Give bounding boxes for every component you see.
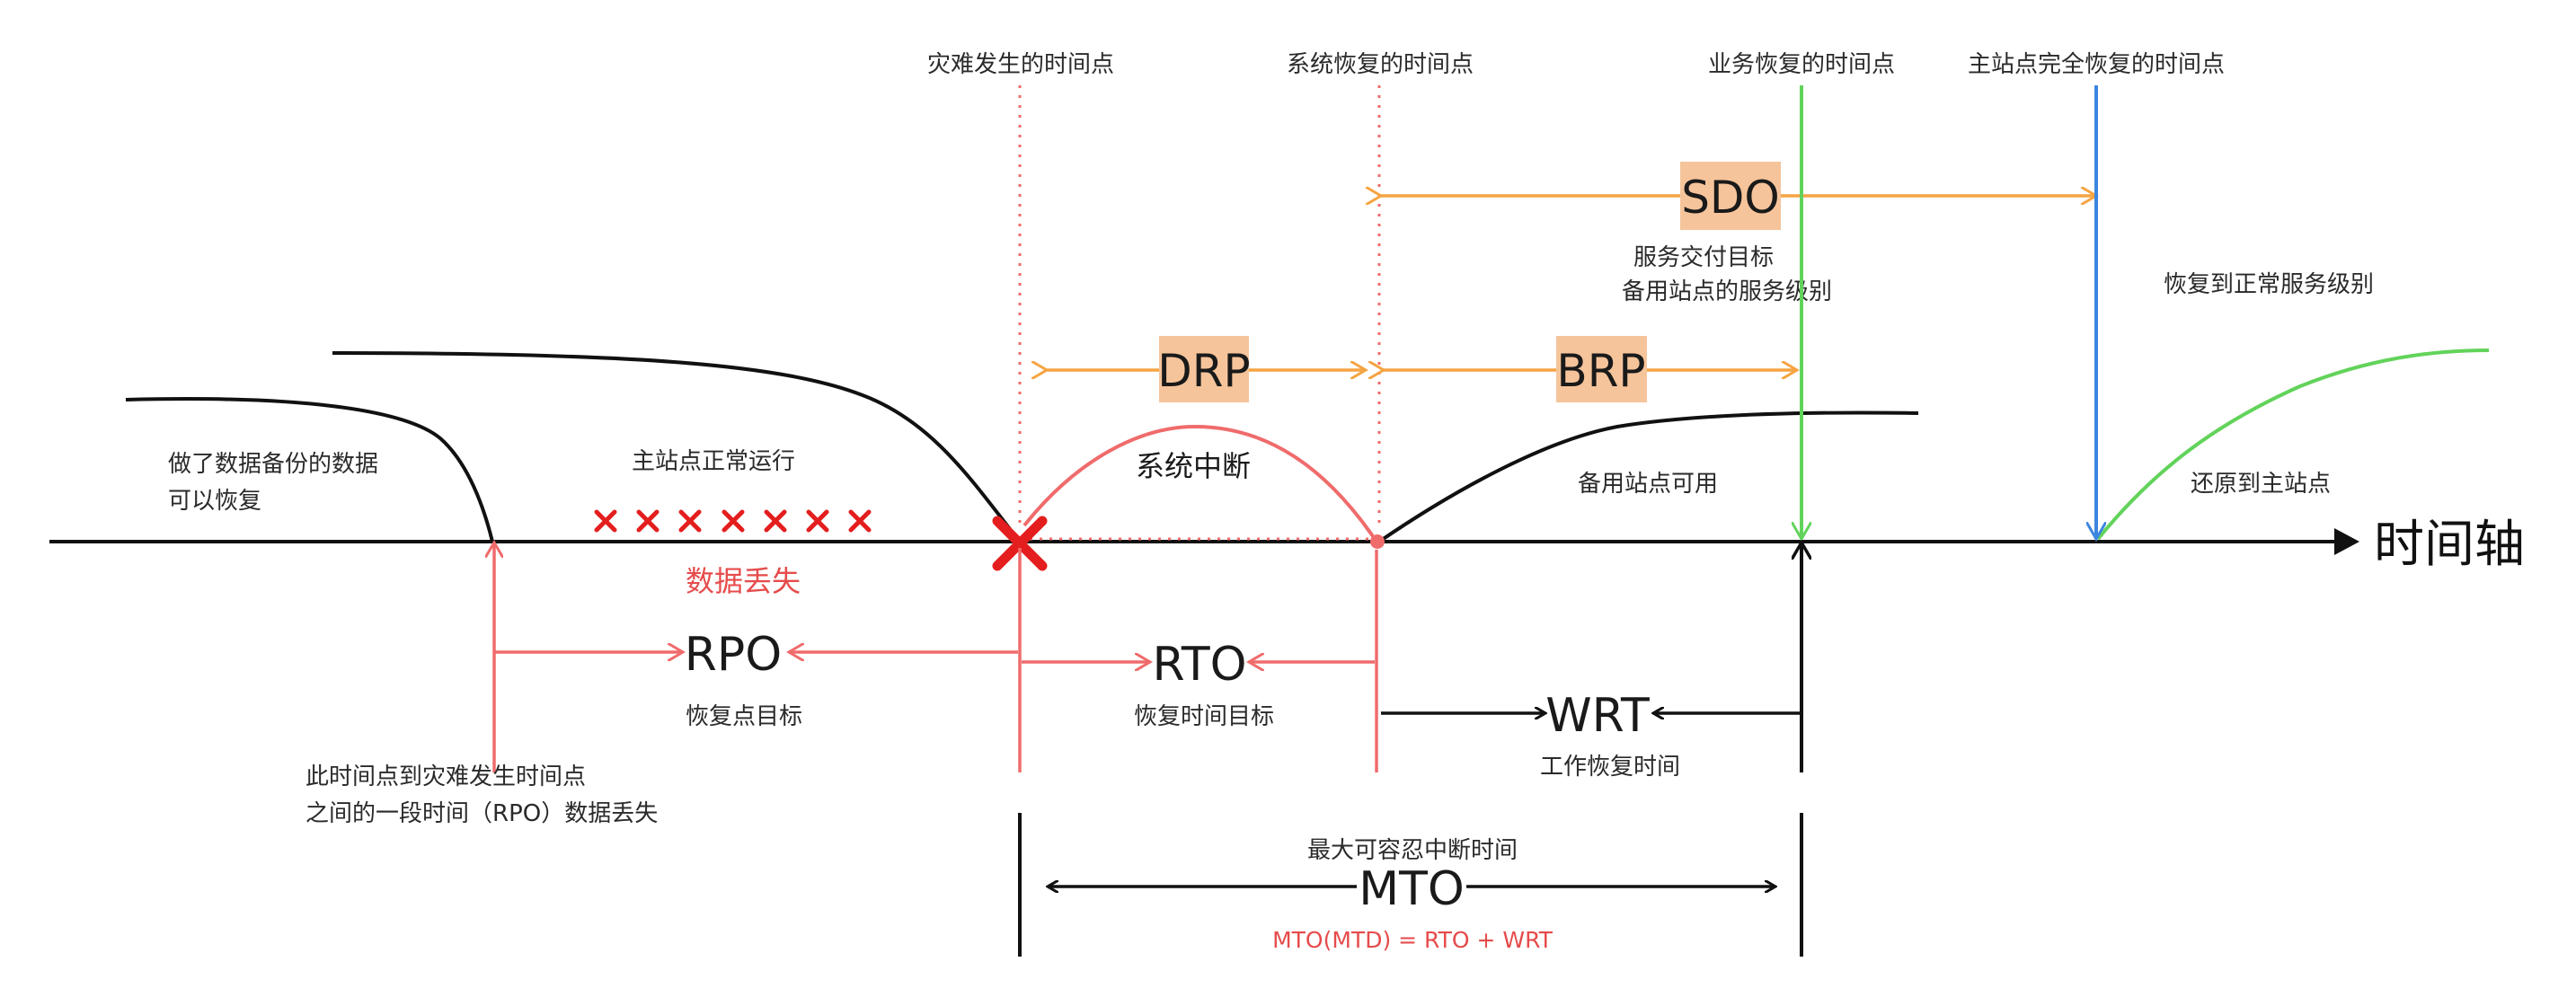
mto-desc: 最大可容忍中断时间 — [1307, 837, 1518, 864]
business-recovery-timepoint-label: 业务恢复的时间点 — [1708, 51, 1895, 78]
wrt-desc: 工作恢复时间 — [1540, 754, 1680, 781]
rto-desc: 恢复时间目标 — [1134, 703, 1274, 730]
backup-site-available-label: 备用站点可用 — [1578, 471, 1718, 498]
sdo-label: SDO — [1681, 172, 1780, 224]
restore-primary-label: 还原到主站点 — [2191, 471, 2331, 498]
backup-data-curve — [125, 397, 494, 543]
system-recovery-point — [1370, 534, 1385, 549]
sdo-desc-line2: 备用站点的服务级别 — [1622, 278, 1832, 305]
mto-formula: MTO(MTD) = RTO + WRT — [1272, 927, 1554, 953]
restore-primary-curve — [2096, 349, 2490, 541]
rpo-note-line2: 之间的一段时间（RPO）数据丢失 — [305, 800, 658, 827]
rpo-desc: 恢复点目标 — [686, 703, 802, 730]
rto-label: RTO — [1152, 638, 1246, 692]
data-loss-label: 数据丢失 — [686, 564, 801, 598]
wrt-label: WRT — [1545, 689, 1650, 743]
sdo-tag-background — [1680, 162, 1781, 230]
brp-label: BRP — [1556, 345, 1645, 397]
primary-running-curve — [332, 351, 1022, 543]
system-recovery-timepoint-label: 系统恢复的时间点 — [1287, 51, 1474, 78]
drp-tag-background — [1159, 336, 1249, 402]
brp-tag-background — [1556, 336, 1647, 402]
disaster-timepoint-label: 灾难发生的时间点 — [927, 51, 1114, 78]
backup-site-curve — [1377, 410, 1919, 543]
sdo-desc-line1: 服务交付目标 — [1633, 244, 1774, 271]
rpo-note-line1: 此时间点到灾难发生时间点 — [305, 763, 586, 790]
primary-full-recovery-timepoint-label: 主站点完全恢复的时间点 — [1968, 51, 2225, 78]
time-axis-label: 时间轴 — [2374, 516, 2525, 574]
primary-running-label: 主站点正常运行 — [632, 448, 795, 475]
rpo-label: RPO — [685, 628, 782, 682]
normal-service-label: 恢复到正常服务级别 — [2164, 271, 2374, 298]
system-interruption-arc — [1022, 424, 1377, 541]
backup-data-label-line1: 做了数据备份的数据 — [168, 451, 378, 478]
system-interruption-label: 系统中断 — [1136, 449, 1251, 483]
drp-label: DRP — [1157, 345, 1250, 397]
disaster-x-icon — [992, 516, 1048, 571]
mto-label: MTO — [1359, 862, 1465, 916]
backup-data-label-line2: 可以恢复 — [168, 488, 261, 515]
data-loss-x-icons — [594, 509, 872, 533]
time-axis-arrowhead — [2334, 528, 2359, 555]
